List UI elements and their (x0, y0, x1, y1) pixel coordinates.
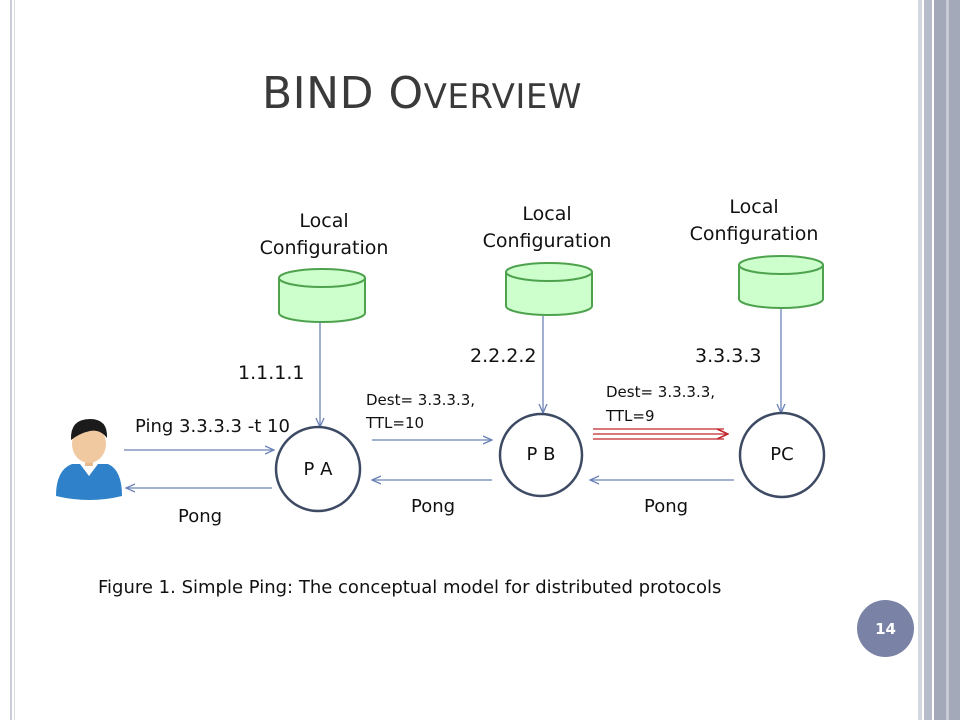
msg-bc-line1: Dest= 3.3.3.3, (606, 383, 715, 401)
node-pb (498, 412, 584, 498)
pong-label-3: Pong (644, 496, 688, 517)
user-command: Ping 3.3.3.3 -t 10 (135, 416, 290, 437)
right-decor-stripe (918, 0, 922, 720)
database-c-icon (738, 255, 824, 309)
figure-caption: Figure 1. Simple Ping: The conceptual mo… (98, 577, 722, 598)
left-border (10, 0, 12, 720)
msg-bc-line2: TTL=9 (605, 407, 655, 425)
database-a-icon (278, 268, 366, 323)
page-number: 14 (875, 619, 896, 638)
db-a-label-line2: Configuration (260, 237, 389, 259)
db-a-label-line1: Local (299, 210, 348, 232)
node-pc (738, 411, 826, 499)
msg-ab-line2: TTL=10 (365, 414, 424, 432)
node-pa-label: P A (304, 459, 334, 480)
pong-label-2: Pong (411, 496, 455, 517)
db-b-label-line2: Configuration (483, 230, 612, 252)
left-border-inner (14, 0, 15, 720)
pong-label-1: Pong (178, 506, 222, 527)
right-decor-stripe (924, 0, 932, 720)
database-b-icon (505, 262, 593, 316)
db-c-label-line2: Configuration (690, 223, 819, 245)
title-word-2-rest: VERVIEW (423, 77, 583, 117)
title-word-1: BIND (262, 68, 374, 119)
msg-ab-line1: Dest= 3.3.3.3, (366, 391, 475, 409)
node-c-ip: 3.3.3.3 (695, 345, 761, 367)
node-pc-label: PC (770, 444, 793, 465)
title-word-2-initial: O (388, 68, 424, 119)
node-pa (274, 425, 362, 513)
user-avatar-icon (56, 419, 122, 500)
node-a-ip: 1.1.1.1 (238, 362, 304, 384)
right-decor-stripe (946, 0, 949, 720)
db-c-label-line1: Local (729, 196, 778, 218)
slide-title: BIND OVERVIEW (262, 68, 582, 119)
db-b-label-line1: Local (522, 203, 571, 225)
node-pb-label: P B (527, 444, 556, 465)
node-b-ip: 2.2.2.2 (470, 345, 536, 367)
page-number-badge: 14 (857, 600, 914, 657)
